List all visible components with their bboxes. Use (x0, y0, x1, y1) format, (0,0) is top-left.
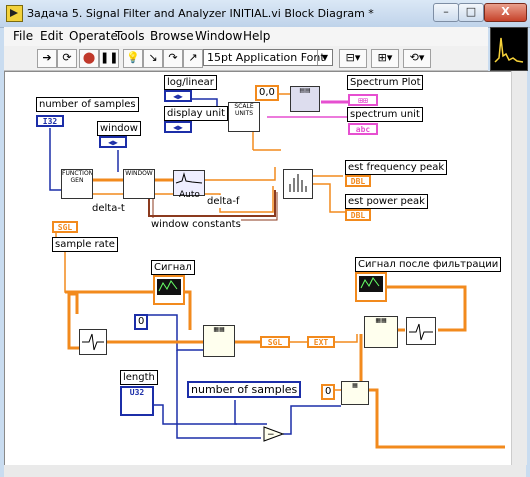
display-unit-ring-terminal[interactable]: ◀▶ (164, 121, 192, 133)
label-number-of-samples: number of samples (36, 97, 139, 112)
font-select[interactable]: 15pt Application Font ▼ (203, 49, 333, 66)
menu-window[interactable]: Window (195, 29, 243, 43)
est-power-peak-terminal[interactable]: DBL (345, 209, 371, 221)
vertical-scrollbar[interactable] (511, 71, 527, 465)
minimize-button[interactable]: – (433, 3, 459, 22)
constant-zero-index[interactable]: 0 (134, 314, 149, 330)
step-into-icon[interactable]: ↘ (143, 49, 163, 68)
to-sgl-node[interactable]: SGL (260, 336, 290, 348)
close-button[interactable]: X (484, 3, 527, 22)
spectrum-plot-terminal[interactable]: ⊞⊞ (348, 94, 378, 106)
spectrum-icon (175, 172, 203, 184)
label-display-unit: display unit (164, 106, 229, 121)
distribute-objects-icon[interactable]: ⊞▾ (371, 49, 399, 68)
abort-icon[interactable]: ⬤ (79, 49, 99, 68)
subtract-node[interactable]: − (263, 426, 285, 442)
horizontal-scrollbar[interactable] (4, 465, 511, 477)
signal-graph-terminal[interactable] (153, 275, 185, 305)
number-of-samples-terminal[interactable]: I32 (36, 115, 64, 127)
label-delta-t: delta-t (92, 202, 125, 215)
svg-text:−: − (267, 430, 275, 440)
menu-browse[interactable]: Browse (150, 29, 194, 43)
est-frequency-peak-terminal[interactable]: DBL (345, 175, 371, 187)
font-select-value: 15pt Application Font (207, 51, 325, 64)
peak-bars-icon (289, 174, 307, 192)
window-title: Задача 5. Signal Filter and Analyzer INI… (27, 7, 374, 20)
log-linear-ring-terminal[interactable]: ◀▶ (164, 90, 192, 102)
label-est-power-peak: est power peak (345, 194, 428, 209)
spectrum-unit-terminal[interactable]: abc (348, 123, 378, 135)
pulse-icon (82, 333, 104, 351)
constant-zero-zero[interactable]: 0,0 (255, 85, 279, 101)
menu-operate[interactable]: Operate (69, 29, 118, 43)
label-signal: Сигнал (151, 260, 195, 275)
array-subset-node[interactable]: ▦▦ (203, 325, 235, 357)
build-array-node[interactable]: ▦▦ (364, 316, 398, 348)
length-control-terminal[interactable]: U32 (120, 386, 154, 416)
label-spectrum-unit: spectrum unit (347, 107, 423, 122)
filter-waveform-node[interactable] (79, 329, 107, 355)
run-continuously-icon[interactable]: ⟳ (57, 49, 77, 68)
to-ext-node[interactable]: EXT (307, 336, 335, 348)
menu-tools[interactable]: Tools (115, 29, 145, 43)
label-window: window (97, 121, 141, 136)
label-number-of-samples-2: number of samples (187, 381, 302, 398)
label-log-linear: log/linear (164, 75, 217, 90)
waveform-graph-icon (157, 279, 181, 295)
toolbar: ➔ ⟳ ⬤ ❚❚ 💡 ↘ ↷ ↗ 15pt Application Font ▼… (4, 46, 488, 71)
highlight-execution-icon[interactable]: 💡 (123, 49, 143, 68)
pulse-inv-icon (409, 323, 433, 341)
label-window-constants: window constants (151, 218, 241, 231)
label-length: length (120, 370, 158, 385)
menu-edit[interactable]: Edit (40, 29, 64, 43)
block-diagram-canvas[interactable]: log/linear ◀▶ 0,0 Spectrum Plot ⊞⊞ spect… (4, 71, 513, 467)
index-array-node[interactable]: ▦ (341, 381, 369, 405)
power-peak-node[interactable] (283, 169, 313, 199)
spectrum-glyph-icon (494, 37, 524, 63)
pause-icon[interactable]: ❚❚ (99, 49, 119, 68)
title-bar[interactable]: Задача 5. Signal Filter and Analyzer INI… (0, 0, 530, 28)
wires (49, 93, 505, 449)
window-node[interactable]: WINDOW (123, 169, 155, 199)
inverse-filter-node[interactable] (406, 317, 436, 345)
menu-bar: File Edit Operate Tools Browse Window He… (4, 27, 488, 46)
label-est-frequency-peak: est frequency peak (345, 160, 448, 175)
align-objects-icon[interactable]: ⊟▾ (339, 49, 367, 68)
constant-zero-build[interactable]: 0 (321, 384, 336, 400)
reorder-icon[interactable]: ⟲▾ (403, 49, 431, 68)
resize-grip-icon[interactable] (511, 465, 526, 477)
labview-vi-icon (6, 5, 23, 22)
bundle-node[interactable]: ▤▤ (290, 86, 320, 112)
auto-label: Auto (179, 190, 200, 200)
label-delta-f: delta-f (207, 195, 240, 208)
function-gen-node[interactable]: FUNCTION GEN (61, 169, 93, 199)
window-ring-terminal[interactable]: ◀▶ (99, 136, 127, 148)
step-out-icon[interactable]: ↗ (183, 49, 203, 68)
menu-file[interactable]: File (13, 29, 34, 43)
waveform-graph-icon (359, 276, 383, 292)
menu-help[interactable]: Help (243, 29, 271, 43)
auto-power-spectrum-node[interactable] (173, 170, 205, 196)
run-arrow-icon[interactable]: ➔ (37, 49, 57, 68)
sample-rate-terminal[interactable]: SGL (52, 221, 78, 233)
maximize-button[interactable]: □ (458, 3, 484, 22)
step-over-icon[interactable]: ↷ (163, 49, 183, 68)
signal-filtered-graph-terminal[interactable] (355, 272, 387, 302)
label-signal-filtered: Сигнал после фильтрации (355, 257, 502, 272)
context-help-icon[interactable] (490, 27, 528, 71)
label-spectrum-plot: Spectrum Plot (347, 75, 424, 90)
chevron-down-icon: ▼ (317, 50, 332, 65)
label-sample-rate: sample rate (52, 237, 118, 252)
scale-units-node[interactable]: SCALE UNITS (228, 102, 260, 132)
subtract-icon: − (263, 426, 285, 442)
